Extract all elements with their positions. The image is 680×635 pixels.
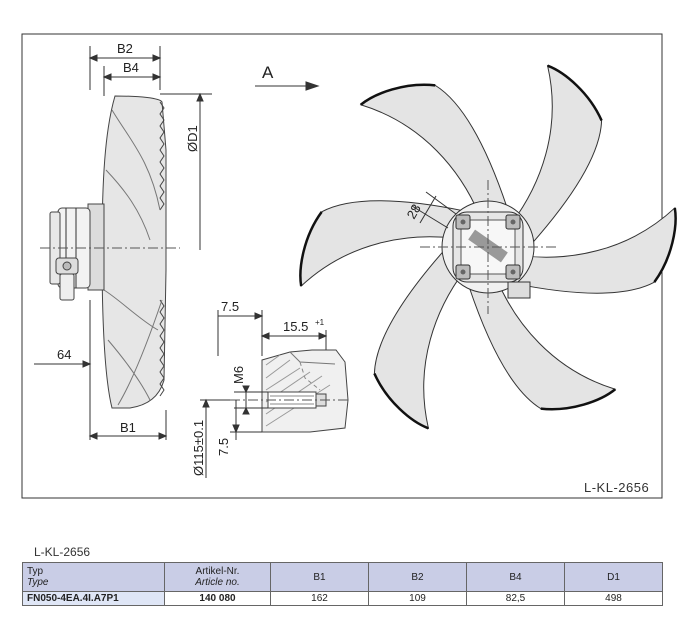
fan-blade-leading-edge xyxy=(547,64,603,122)
cell-article: 140 080 xyxy=(164,591,271,606)
header-article: Artikel-Nr. Article no. xyxy=(164,562,271,592)
header-d1: D1 xyxy=(564,562,663,592)
fan-blade-leading-edge xyxy=(359,83,436,106)
technical-drawing: B2 B4 ØD1 64 B1 A xyxy=(21,33,677,499)
cell-b4: 82,5 xyxy=(466,591,565,606)
fan-blade-leading-edge xyxy=(653,207,677,283)
fan-blade-leading-edge xyxy=(373,372,429,430)
dim-m6-label: M6 xyxy=(231,366,246,384)
view-arrow xyxy=(255,81,320,91)
header-b4: B4 xyxy=(466,562,565,592)
table-header-row: Typ Type Artikel-Nr. Article no. B1 B2 B… xyxy=(22,562,663,592)
cell-b2: 109 xyxy=(368,591,467,606)
view-label: A xyxy=(262,63,274,82)
caption: L-KL-2656 xyxy=(34,545,91,559)
header-article-sub: Article no. xyxy=(195,577,240,588)
dim-b1-label: B1 xyxy=(120,420,136,435)
front-view xyxy=(299,64,677,430)
spec-table: Typ Type Artikel-Nr. Article no. B1 B2 B… xyxy=(22,562,663,606)
header-type-main: Typ xyxy=(27,566,44,577)
dim-7-5-side-label: 7.5 xyxy=(216,438,231,456)
dim-b4-label: B4 xyxy=(123,60,139,75)
side-view xyxy=(34,46,212,440)
header-b1: B1 xyxy=(270,562,369,592)
dim-64-label: 64 xyxy=(57,347,71,362)
table-row: FN050-4EA.4I.A7P1 140 080 162 109 82,5 4… xyxy=(22,591,663,606)
dim-7-5-top-label: 7.5 xyxy=(221,299,239,314)
header-type: Typ Type xyxy=(22,562,165,592)
cell-type: FN050-4EA.4I.A7P1 xyxy=(22,591,165,606)
dim-d1-label: ØD1 xyxy=(185,125,200,152)
header-b2: B2 xyxy=(368,562,467,592)
cell-b1: 162 xyxy=(270,591,369,606)
dim-15-5-label: 15.5 xyxy=(283,319,308,334)
drawing-reference: L-KL-2656 xyxy=(584,480,649,495)
header-type-sub: Type xyxy=(27,577,49,588)
dim-28-label: 28 xyxy=(404,201,424,221)
dim-d115-label: Ø115±0.1 xyxy=(191,420,206,476)
fan-blade-leading-edge xyxy=(299,211,323,287)
fan-blade-leading-edge xyxy=(540,388,617,411)
header-article-main: Artikel-Nr. xyxy=(195,566,240,577)
dim-15-5-tolerance: +1 xyxy=(315,318,325,327)
cell-d1: 498 xyxy=(564,591,663,606)
detail-view xyxy=(200,310,350,478)
dim-b2-label: B2 xyxy=(117,41,133,56)
